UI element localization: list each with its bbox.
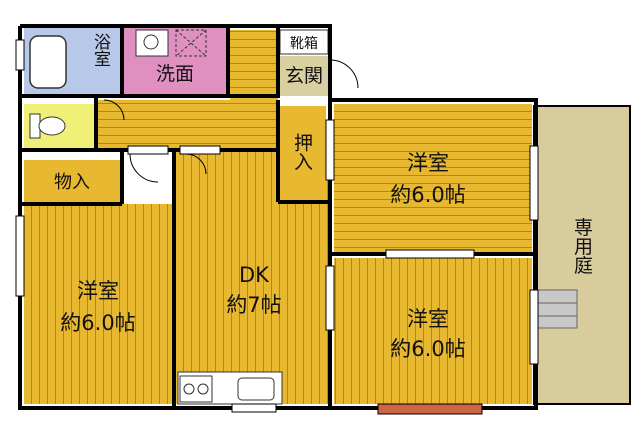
stove <box>179 375 213 403</box>
window-west <box>15 215 25 297</box>
entrance-label: 玄関 <box>285 65 323 87</box>
garden-label: 専用庭 <box>571 217 593 274</box>
entrance-fill <box>280 56 328 96</box>
door-swing <box>103 99 125 121</box>
burner-icon <box>197 383 209 395</box>
kitchen-sink <box>237 377 275 401</box>
closet-small-floor <box>24 160 120 202</box>
washer-pan <box>175 29 207 57</box>
shoe-box-label: 靴箱 <box>290 36 318 52</box>
west-room-size: 約6.0帖 <box>60 311 135 335</box>
west-room-name: 洋室 <box>77 279 119 303</box>
dk-size: 約7帖 <box>226 293 281 317</box>
window-bath <box>15 39 25 71</box>
se-room-floor <box>334 258 532 404</box>
garden-step <box>534 289 578 329</box>
garden-area <box>533 105 631 405</box>
toilet-bowl <box>38 116 66 136</box>
closet-upper-label: 押入 <box>291 133 313 171</box>
door-swing <box>185 153 207 175</box>
closet-upper-floor <box>280 106 326 200</box>
ne-room-size: 約6.0帖 <box>390 183 465 207</box>
washroom-label: 洗面 <box>156 63 194 85</box>
window-east-upper <box>529 145 539 221</box>
se-room-name: 洋室 <box>407 307 449 331</box>
door-swing <box>329 59 359 89</box>
burner-icon <box>183 383 195 395</box>
corridor-floor <box>96 100 278 150</box>
bathtub <box>29 35 67 89</box>
door-swing <box>129 153 159 183</box>
window-south <box>377 403 483 415</box>
ne-room-floor <box>334 104 532 252</box>
se-room-size: 約6.0帖 <box>390 337 465 361</box>
closet-small-label: 物入 <box>54 172 90 193</box>
dk-name: DK <box>239 263 270 287</box>
bath-label: 浴室 <box>90 33 111 67</box>
west-room-floor <box>24 204 174 404</box>
ne-room-name: 洋室 <box>407 151 449 175</box>
window-east-lower <box>529 289 539 365</box>
